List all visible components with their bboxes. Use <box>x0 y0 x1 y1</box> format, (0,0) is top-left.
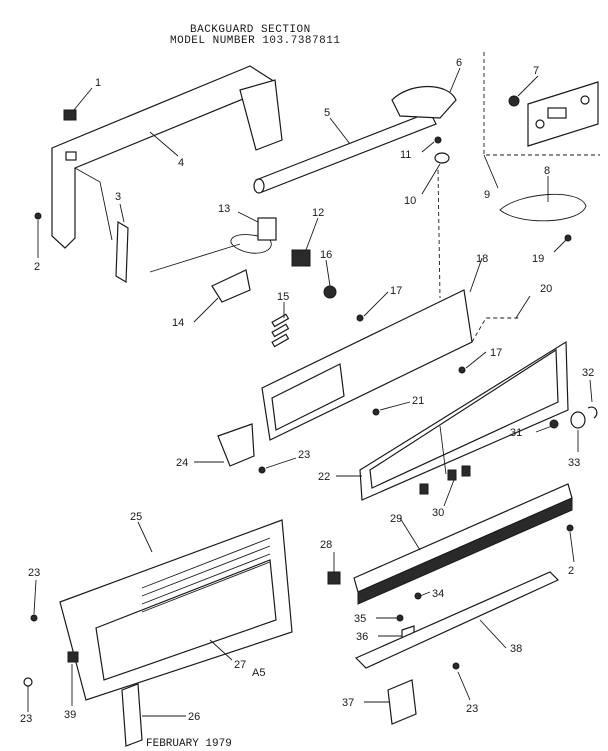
footer-date: FEBRUARY 1979 <box>146 738 232 750</box>
callout-17: 17 <box>390 285 402 297</box>
part-12-receptacle <box>291 249 311 267</box>
part-16-socket <box>323 285 337 299</box>
callout-13: 13 <box>218 203 230 215</box>
part-1-clip <box>63 109 77 121</box>
callout-14: 14 <box>172 317 184 329</box>
callout-15: 15 <box>277 291 289 303</box>
callout-23b: 23 <box>28 567 40 579</box>
callout-18: 18 <box>476 253 488 265</box>
callout-8: 8 <box>544 165 550 177</box>
part-26-mounting-strip <box>121 683 143 747</box>
callout-11: 11 <box>400 149 411 161</box>
part-3-bracket <box>115 220 129 284</box>
callout-23c: 23 <box>20 713 32 725</box>
part-24-bracket <box>217 423 255 467</box>
callout-16: 16 <box>320 249 332 261</box>
callout-7: 7 <box>533 65 539 77</box>
callout-6: 6 <box>456 57 462 69</box>
part-33-knob <box>570 411 586 429</box>
part-28-clip <box>327 571 341 585</box>
callout-26: 26 <box>188 711 200 723</box>
part-17-screw-b <box>458 366 466 374</box>
callout-3: 3 <box>115 191 121 203</box>
callout-23: 23 <box>298 449 310 461</box>
callout-38: 38 <box>510 643 522 655</box>
part-7-knob <box>508 95 520 107</box>
part-31-knob <box>549 419 559 429</box>
part-8-wire-harness <box>499 193 587 222</box>
callout-labels: 1 4 2 3 5 6 11 10 7 8 9 19 13 12 14 15 1… <box>20 57 594 750</box>
callout-31: 31 <box>510 427 522 439</box>
callout-20: 20 <box>540 283 552 295</box>
part-2-screw <box>34 212 42 220</box>
part-39-clip <box>67 651 79 663</box>
callout-27: 27 <box>234 659 246 671</box>
part-23-screw-left <box>30 614 38 622</box>
part-23-screw-bottom <box>23 677 33 687</box>
part-2-screw-right <box>566 524 574 532</box>
callout-33: 33 <box>568 457 580 469</box>
callout-36: 36 <box>356 631 368 643</box>
callout-2: 2 <box>34 261 40 273</box>
vent-grille <box>141 537 271 613</box>
callout-35: 35 <box>354 613 366 625</box>
part-23-screw-low <box>452 662 460 670</box>
part-6-lamp-holder <box>391 85 457 119</box>
diagram-title-line1: BACKGUARD SECTION <box>190 24 311 36</box>
callout-19: 19 <box>532 253 544 265</box>
callout-10: 10 <box>404 195 416 207</box>
part-38-bottom-trim <box>354 571 560 669</box>
callout-5: 5 <box>324 107 330 119</box>
callout-37: 37 <box>342 697 354 709</box>
part-15-clips <box>271 313 290 348</box>
leader-lines <box>27 67 593 717</box>
part-19-screw <box>564 234 572 242</box>
callout-25: 25 <box>130 511 142 523</box>
part-9-clock-panel <box>527 81 599 147</box>
part-10-clip <box>434 152 450 164</box>
part-5-fluorescent-tube <box>253 111 437 194</box>
callout-24: 24 <box>176 457 188 469</box>
callout-39: 39 <box>64 709 76 721</box>
callout-9: 9 <box>484 189 490 201</box>
callout-30: 30 <box>432 507 444 519</box>
part-25-back-panel <box>59 519 293 701</box>
part-21-screw <box>372 408 380 416</box>
part-37-bracket <box>387 679 417 725</box>
part-13-switch <box>149 217 277 273</box>
part-18-control-panel-frame <box>261 289 473 441</box>
callout-21: 21 <box>412 395 424 407</box>
diagram-title-line2: MODEL NUMBER 103.7387811 <box>170 35 341 47</box>
part-29-trim-strip <box>353 483 573 605</box>
part-14-ballast <box>211 269 251 303</box>
part-4-backguard-housing <box>51 65 283 249</box>
callout-29: 29 <box>390 513 402 525</box>
callout-23d: 23 <box>466 703 478 715</box>
part-11-screw <box>434 136 442 144</box>
footer-code: A5 <box>252 667 265 679</box>
callout-1: 1 <box>95 77 101 89</box>
part-32-knob-ring <box>587 406 598 419</box>
callout-17b: 17 <box>490 347 502 359</box>
callout-2b: 2 <box>568 565 574 577</box>
callout-4: 4 <box>178 157 184 169</box>
part-23-screw <box>258 466 266 474</box>
part-22-panel-face <box>359 340 569 501</box>
callout-28: 28 <box>320 539 332 551</box>
callout-34: 34 <box>432 588 444 600</box>
callout-22: 22 <box>318 471 330 483</box>
part-17-screw <box>356 314 364 322</box>
callout-32: 32 <box>582 367 594 379</box>
callout-12: 12 <box>312 207 324 219</box>
part-30-knobs <box>419 465 471 495</box>
